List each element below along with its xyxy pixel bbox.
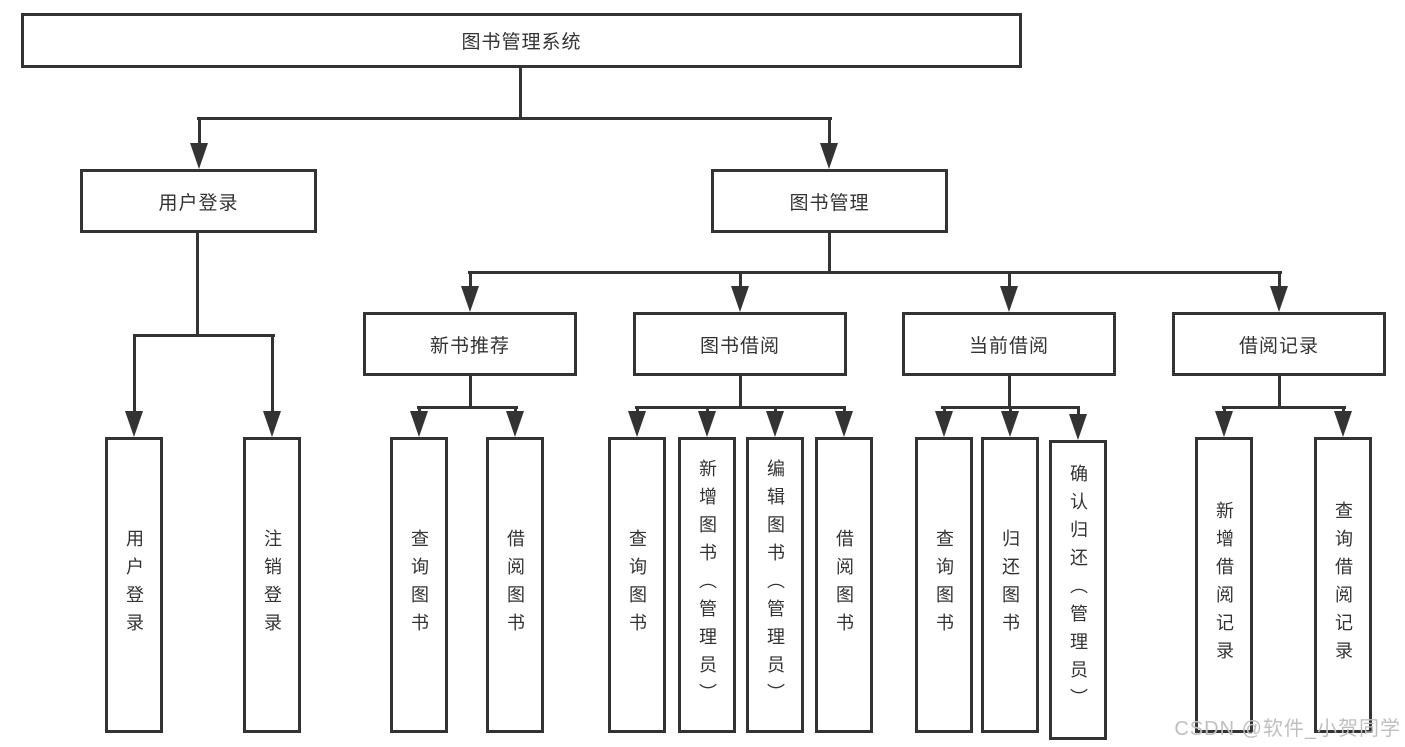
- arrow-down-bb-query: [628, 411, 646, 437]
- conn-cb-confirm-stem: [1077, 406, 1080, 421]
- node-cb-return-books: 归还图书: [981, 437, 1039, 733]
- node-logout: 注销登录: [243, 437, 301, 733]
- conn-rec-branch: [417, 406, 518, 409]
- node-rec-borrow-books: 借阅图书: [486, 437, 544, 733]
- conn-level3-hline: [468, 271, 1282, 274]
- conn-borrow-records-stem: [1278, 271, 1281, 293]
- conn-br-branch: [1222, 406, 1346, 409]
- node-current-borrowing: 当前借阅: [902, 312, 1116, 376]
- node-bb-add-books-admin-label: 新增图书（管理员）: [697, 459, 717, 711]
- conn-user-login-down: [196, 233, 199, 336]
- node-user-login-label: 用户登录: [158, 192, 239, 214]
- node-cb-confirm-return-admin-label: 确认归还（管理员）: [1068, 464, 1088, 716]
- conn-book-borrow-stem: [739, 271, 742, 293]
- node-rec-query-books-label: 查询图书: [409, 529, 429, 641]
- node-book-borrowing: 图书借阅: [633, 312, 847, 376]
- node-book-borrowing-label: 图书借阅: [699, 335, 780, 357]
- node-rec-query-books: 查询图书: [390, 437, 448, 733]
- conn-current-borrow-stem: [1008, 271, 1011, 293]
- arrow-down-br-query: [1334, 411, 1352, 437]
- node-cb-confirm-return-admin: 确认归还（管理员）: [1049, 440, 1107, 740]
- conn-level2-hline: [197, 117, 832, 120]
- conn-br-down: [1278, 375, 1281, 409]
- node-bb-add-books-admin: 新增图书（管理员）: [678, 437, 736, 733]
- arrow-down-bb-borrow: [835, 411, 853, 437]
- arrow-down-cb-query: [935, 411, 953, 437]
- conn-rec-down: [469, 375, 472, 409]
- node-logout-label: 注销登录: [262, 529, 282, 641]
- node-borrowing-records-label: 借阅记录: [1238, 335, 1319, 357]
- arrow-down-leaf-logout: [263, 411, 281, 437]
- node-book-management: 图书管理: [711, 169, 948, 233]
- arrow-down-bb-add: [698, 411, 716, 437]
- arrow-down-leaf-user-login: [125, 411, 143, 437]
- node-cb-query-books-label: 查询图书: [934, 529, 954, 641]
- conn-user-login-branch: [133, 334, 275, 337]
- conn-user-login-stem: [198, 117, 201, 147]
- node-new-book-recommend: 新书推荐: [363, 312, 577, 376]
- node-current-borrowing-label: 当前借阅: [968, 335, 1049, 357]
- node-br-add-record-label: 新增借阅记录: [1214, 501, 1234, 669]
- conn-bb-branch: [635, 406, 846, 409]
- arrow-down-user-login: [190, 143, 208, 169]
- conn-cb-down: [1008, 375, 1011, 409]
- conn-bb-down: [739, 375, 742, 409]
- node-bb-edit-books-admin: 编辑图书（管理员）: [746, 437, 804, 733]
- node-br-query-record-label: 查询借阅记录: [1333, 501, 1353, 669]
- node-user-login-leaf-label: 用户登录: [124, 529, 144, 641]
- arrow-down-rec-query: [410, 411, 428, 437]
- node-borrowing-records: 借阅记录: [1172, 312, 1386, 376]
- node-br-add-record: 新增借阅记录: [1195, 437, 1253, 733]
- node-cb-return-books-label: 归还图书: [1000, 529, 1020, 641]
- node-book-management-label: 图书管理: [789, 192, 870, 214]
- arrow-down-cb-confirm: [1069, 414, 1087, 440]
- node-bb-query-books: 查询图书: [608, 437, 666, 733]
- arrow-down-cb-return: [1001, 411, 1019, 437]
- arrow-down-book-borrow: [731, 286, 749, 312]
- node-bb-borrow-books-label: 借阅图书: [834, 529, 854, 641]
- arrow-down-current-borrow: [1000, 286, 1018, 312]
- watermark-text: CSDN @软件_小贺同学: [1174, 718, 1401, 740]
- arrow-down-new-book: [461, 286, 479, 312]
- arrow-down-br-add: [1215, 411, 1233, 437]
- node-library-system: 图书管理系统: [21, 13, 1022, 68]
- conn-new-book-stem: [469, 271, 472, 293]
- node-bb-query-books-label: 查询图书: [627, 529, 647, 641]
- conn-leaf-logout-stem: [271, 334, 274, 416]
- arrow-down-borrow-records: [1270, 286, 1288, 312]
- arrow-down-rec-borrow: [506, 411, 524, 437]
- conn-book-mgmt-down: [828, 233, 831, 274]
- conn-leaf-user-login-stem: [133, 334, 136, 416]
- conn-book-mgmt-stem: [828, 117, 831, 147]
- node-user-login: 用户登录: [80, 169, 317, 233]
- node-cb-query-books: 查询图书: [915, 437, 973, 733]
- node-user-login-leaf: 用户登录: [105, 437, 163, 733]
- node-rec-borrow-books-label: 借阅图书: [505, 529, 525, 641]
- conn-root-vline: [519, 68, 522, 118]
- node-br-query-record: 查询借阅记录: [1314, 437, 1372, 733]
- node-new-book-recommend-label: 新书推荐: [429, 335, 510, 357]
- node-bb-borrow-books: 借阅图书: [815, 437, 873, 733]
- node-library-system-label: 图书管理系统: [461, 32, 582, 53]
- arrow-down-bb-edit: [766, 411, 784, 437]
- node-bb-edit-books-admin-label: 编辑图书（管理员）: [765, 459, 785, 711]
- arrow-down-book-mgmt: [820, 143, 838, 169]
